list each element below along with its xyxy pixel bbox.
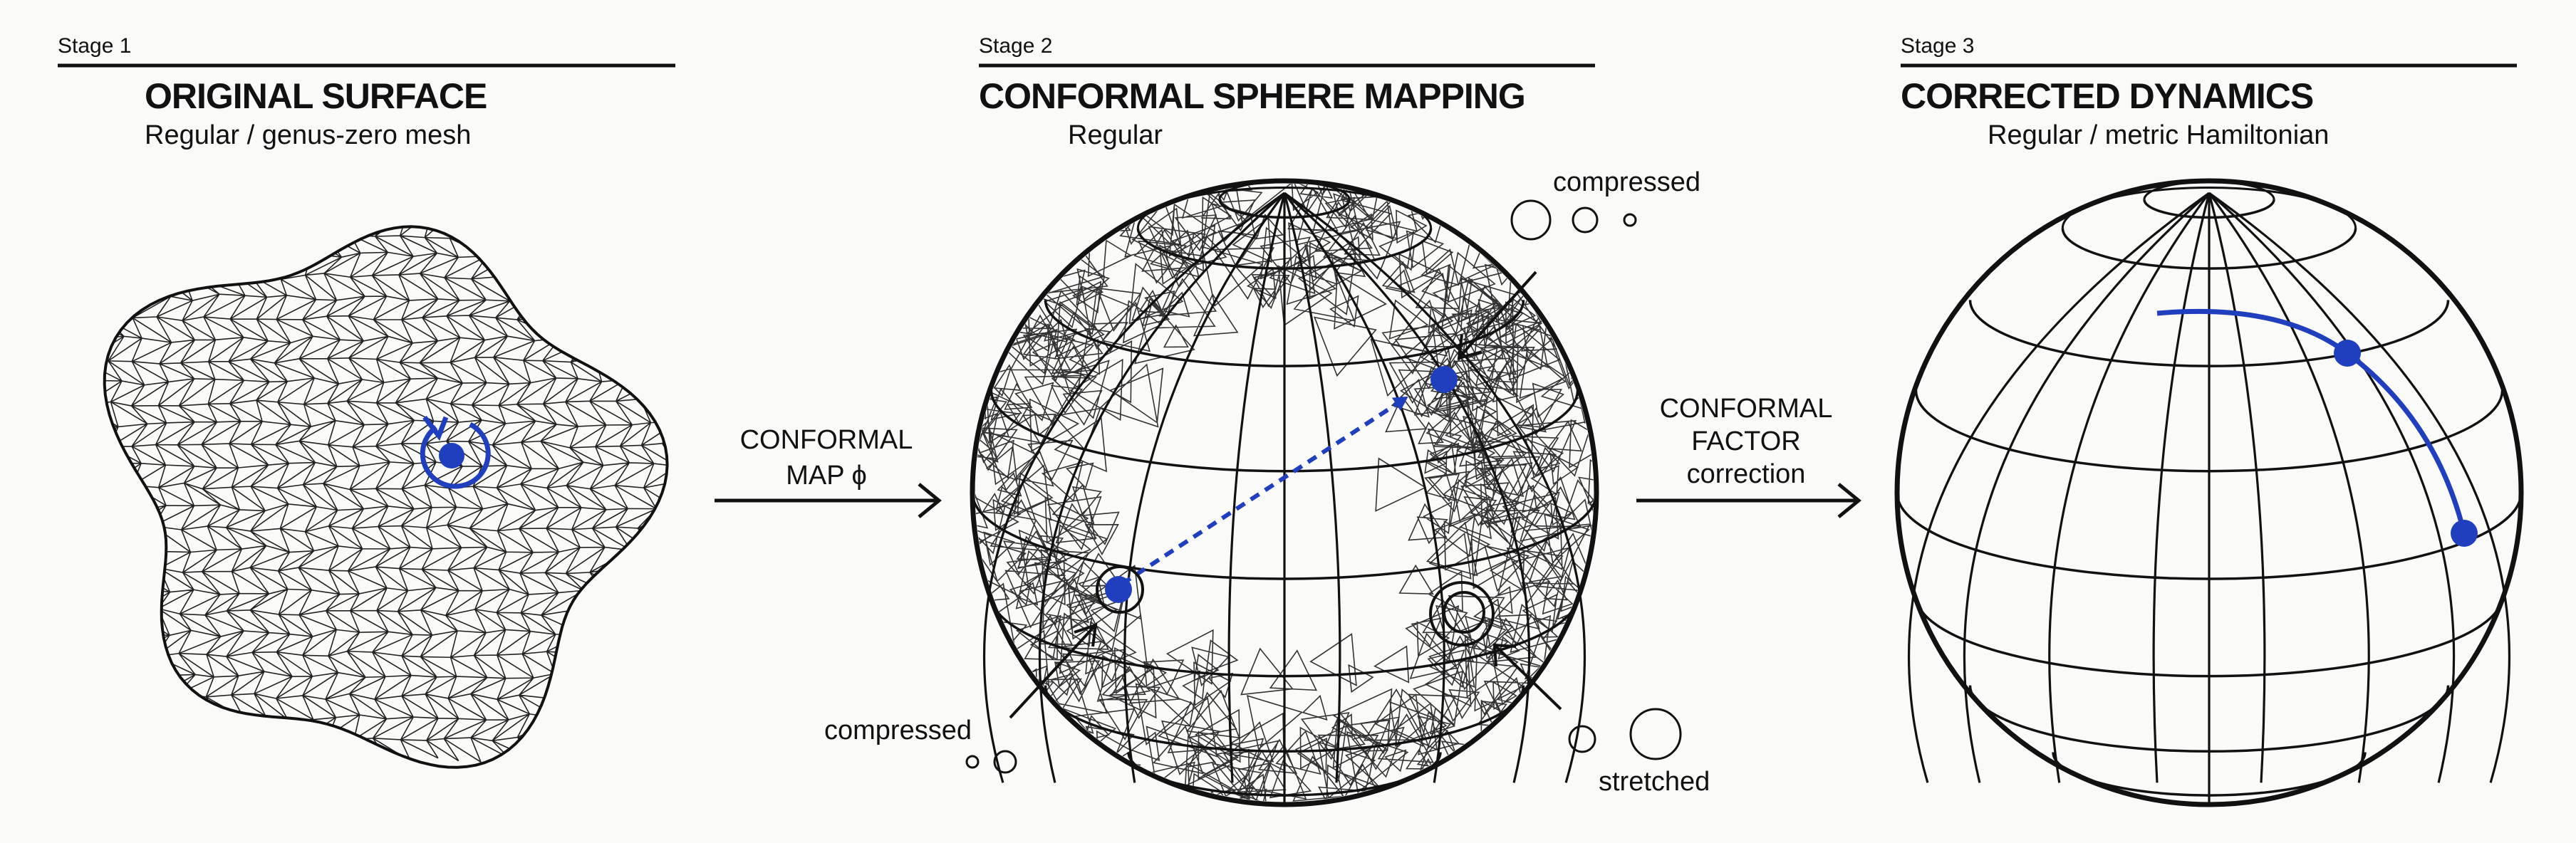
mapping-path [1121,395,1408,586]
stage-2-header: Stage 2 CONFORMAL SPHERE MAPPING Regular [979,34,1595,150]
stage-subtitle: Regular / metric Hamiltonian [1988,120,2329,150]
stage-label: Stage 3 [1901,34,1974,58]
compressed-region-ring [1096,565,1144,614]
annotation-label: compressed [824,716,972,745]
stage-title: CORRECTED DYNAMICS [1901,76,2313,116]
annotation-label: compressed [1553,167,1700,197]
stage-title: CONFORMAL SPHERE MAPPING [979,76,1525,116]
point-marker [2451,520,2478,547]
arrow-label: correction [1687,459,1806,489]
stretched-region-ring [1429,581,1495,646]
stage-title: ORIGINAL SURFACE [145,76,487,116]
annotation-compressed-bottom: compressed [824,623,1098,774]
arrow-label: CONFORMAL [1660,394,1833,424]
stage-1-header: Stage 1 ORIGINAL SURFACE Regular / genus… [58,34,675,150]
corrected-sphere [1894,178,2524,807]
conformal-factor-correction-arrow: CONFORMAL FACTOR correction [1636,394,1861,518]
point-marker [1105,576,1132,603]
annotation-label: stretched [1599,767,1710,797]
stage-subtitle: Regular / genus-zero mesh [145,120,471,150]
stage-label: Stage 1 [58,34,131,58]
annotation-stretched: stretched [1492,643,1710,797]
geodesic-trajectory [2156,308,2467,534]
stage-label: Stage 2 [979,34,1052,58]
annotation-compressed-top: compressed [1457,167,1700,360]
original-surface-mesh [103,225,669,769]
stretched-region-ring [1443,591,1485,634]
arrow-label: MAP ϕ [786,461,867,491]
stage-subtitle: Regular [1068,120,1163,150]
conformal-map-arrow: CONFORMAL MAP ϕ [715,425,942,518]
conformal-sphere [970,178,1599,807]
stage-3-header: Stage 3 CORRECTED DYNAMICS Regular / met… [1901,34,2517,150]
point-marker [2334,340,2361,367]
arrow-label: FACTOR [1691,426,1800,456]
rotation-arrow-icon [420,415,491,489]
arrow-label: CONFORMAL [740,425,913,455]
point-marker [1430,366,1458,393]
